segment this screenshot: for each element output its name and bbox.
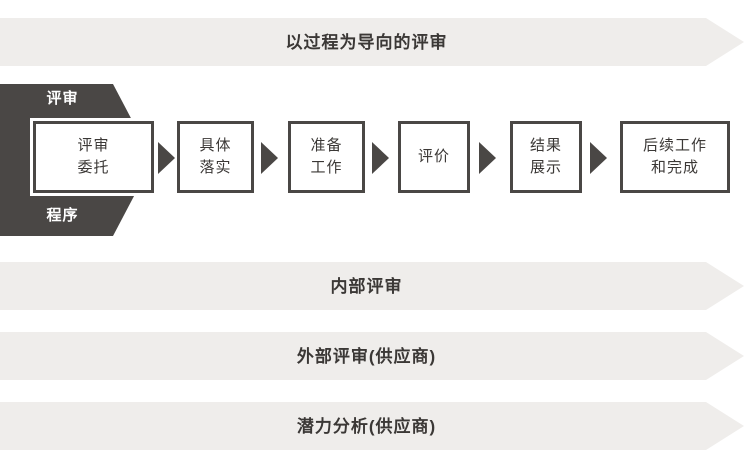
process-step-box-2-line-2: 落实 [199,159,232,176]
category-banner-internal-review: 内部评审 [0,262,744,310]
process-step-box-6-line-2: 和完成 [650,159,699,176]
category-banner-internal-review-label: 内部评审 [330,276,403,296]
process-step-box-2-line-1: 具体 [199,137,232,155]
process-step-box-5-line-1: 结果 [529,137,562,155]
title-banner-process-oriented-review: 以过程为导向的评审 [0,18,744,66]
review-procedure-bottom-label: 程序 [46,207,79,224]
category-banner-external-review: 外部评审(供应商) [0,332,744,380]
process-step-box-3[interactable]: 准备 工作 [288,121,365,193]
process-step-box-2[interactable]: 具体 落实 [177,121,254,193]
process-step-box-4[interactable]: 评价 [398,121,470,193]
process-step-box-6[interactable]: 后续工作 和完成 [620,121,730,193]
process-step-box-5[interactable]: 结果 展示 [510,121,582,193]
process-step-box-3-line-1: 准备 [310,137,343,155]
arrow-right-icon-step-5-to-6 [590,142,607,174]
process-step-box-1[interactable]: 评审 委托 [30,118,157,196]
process-step-box-1-line-2: 委托 [77,159,110,176]
category-banner-potential-analysis-label: 潜力分析(供应商) [296,416,437,436]
process-step-box-1-line-1: 评审 [77,137,110,155]
process-step-box-3-line-2: 工作 [310,159,343,176]
category-banner-potential-analysis: 潜力分析(供应商) [0,402,744,450]
category-banner-external-review-label: 外部评审(供应商) [296,346,437,366]
arrow-right-icon-step-1-to-2 [158,142,175,174]
arrow-right-icon-step-2-to-3 [261,142,278,174]
process-step-box-6-line-1: 后续工作 [642,137,707,155]
arrow-right-icon-step-4-to-5 [479,142,496,174]
title-banner-label: 以过程为导向的评审 [285,32,448,52]
process-step-box-4-line-1: 评价 [417,148,450,166]
arrow-right-icon-step-3-to-4 [372,142,389,174]
process-step-box-5-line-2: 展示 [529,159,562,176]
review-procedure-top-label: 评审 [46,90,79,107]
